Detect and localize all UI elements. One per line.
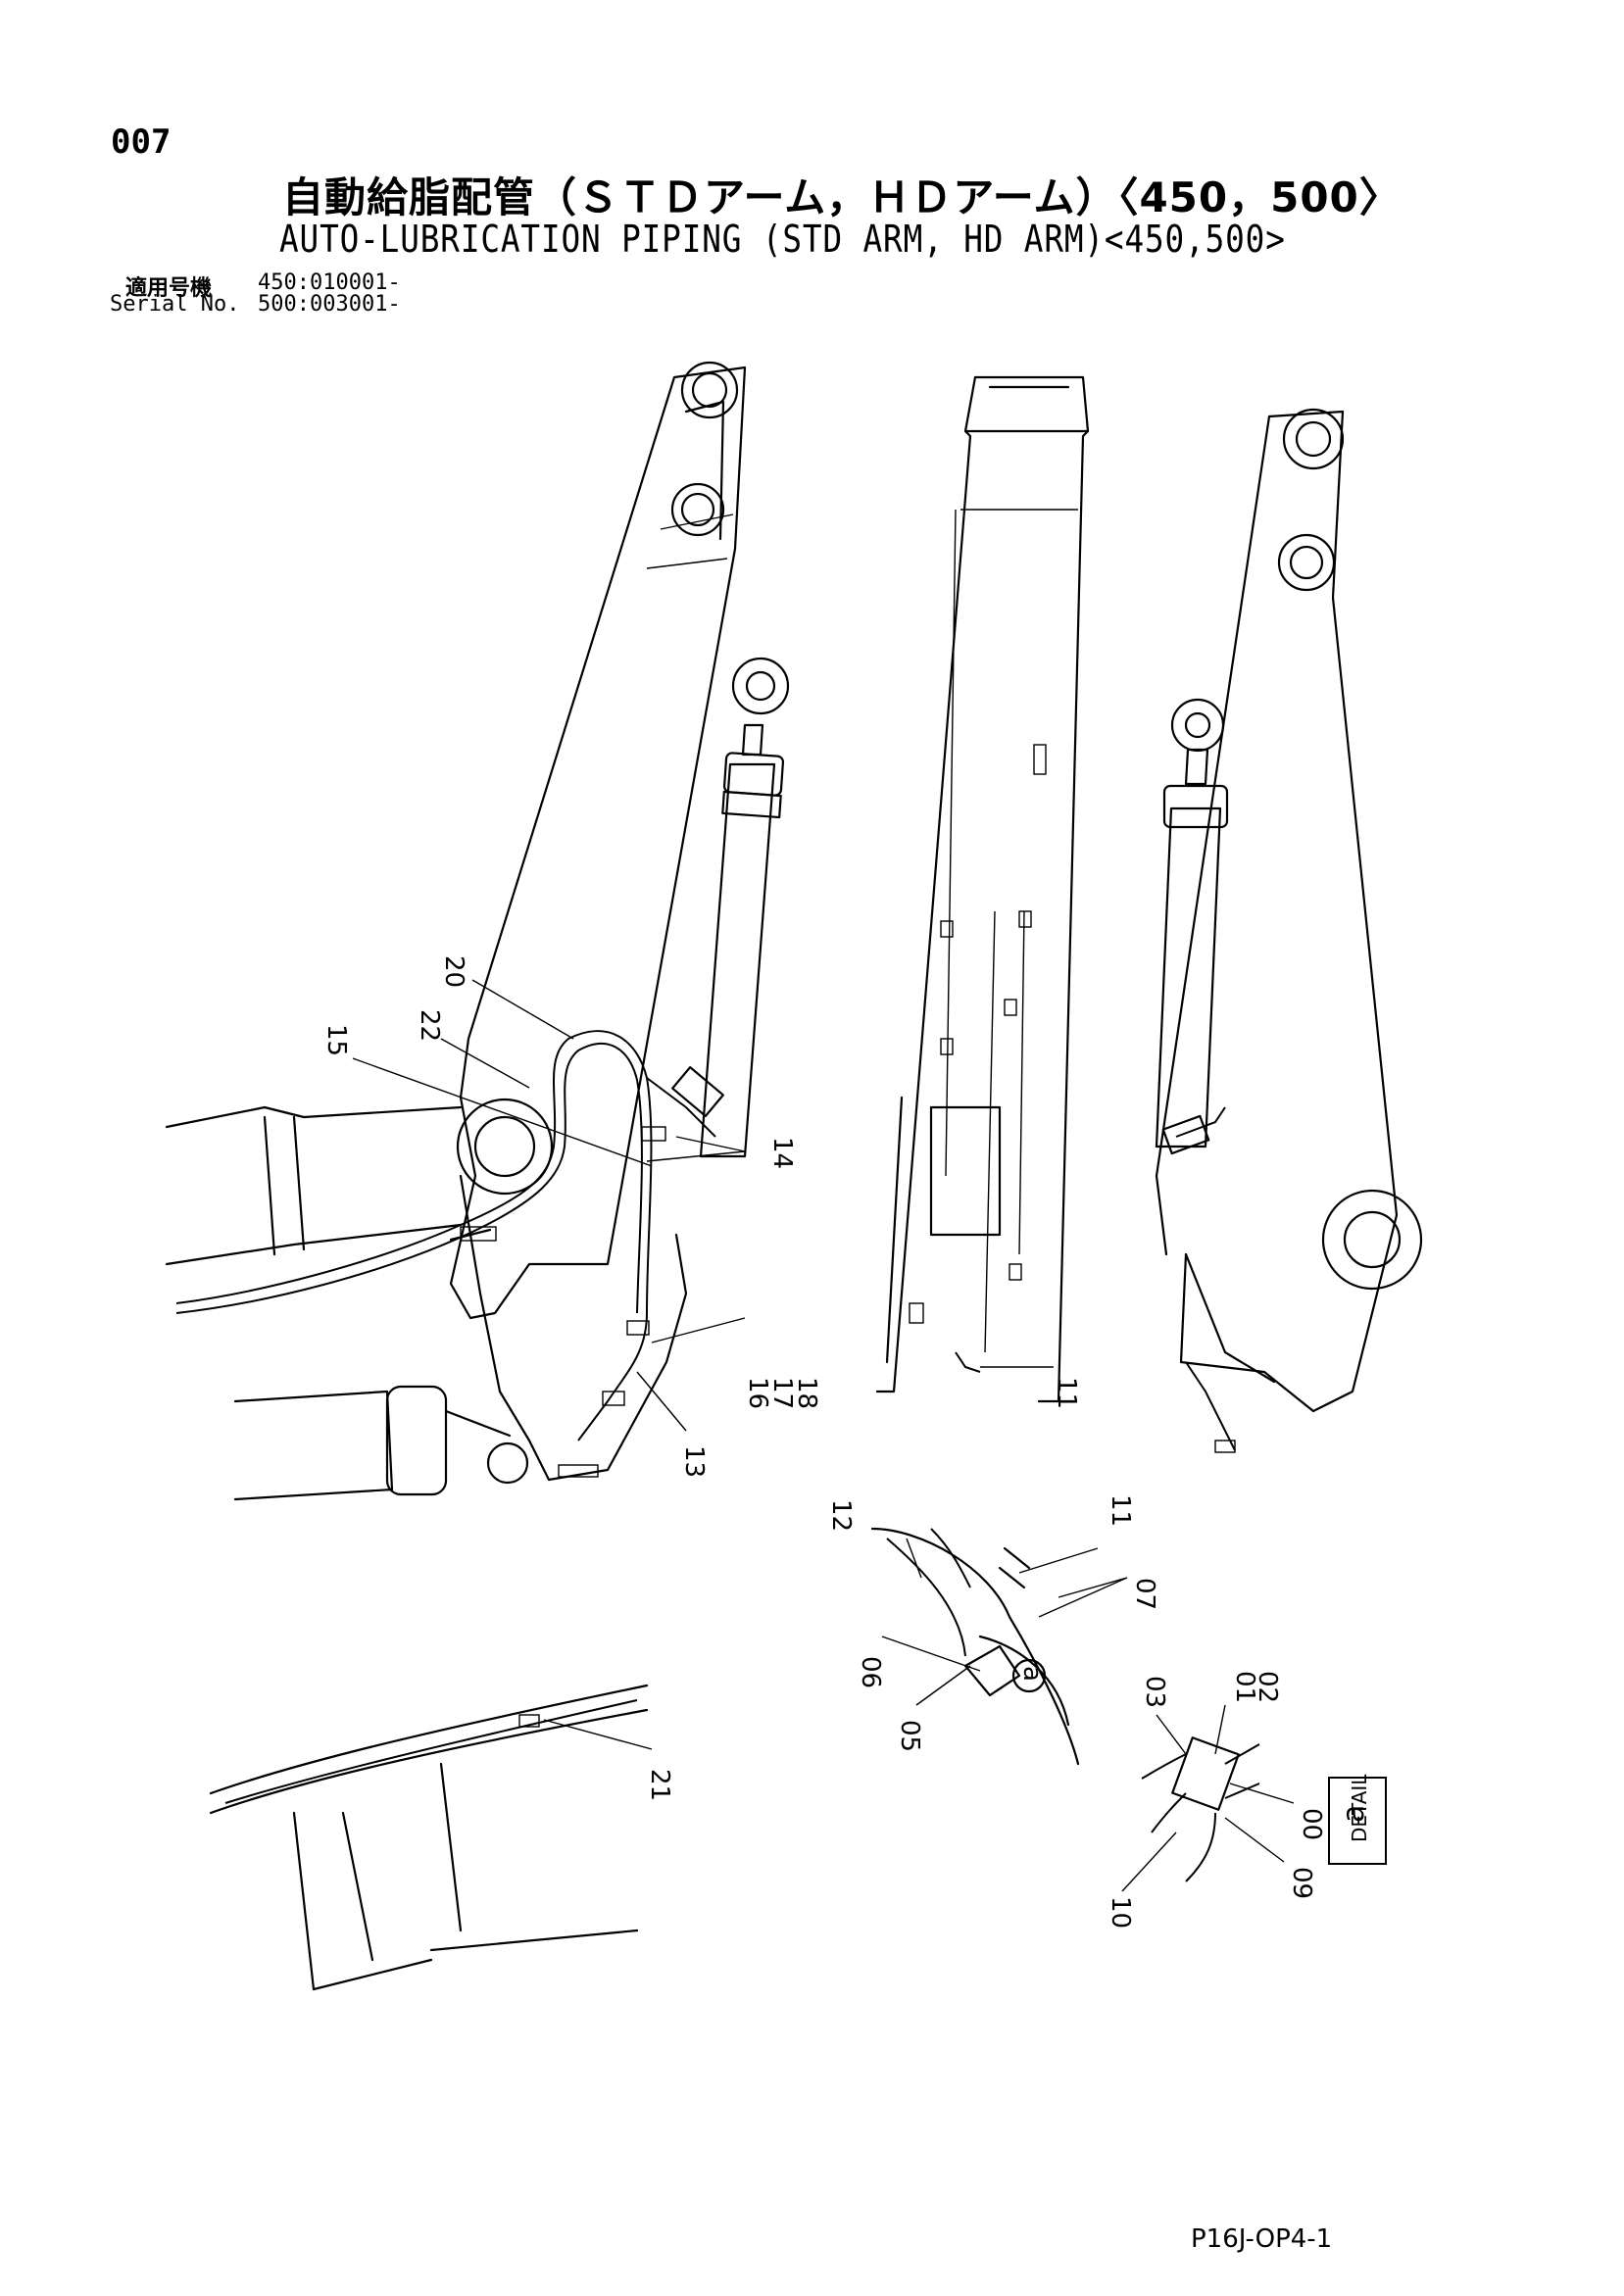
callout-09: 09 xyxy=(1287,1867,1316,1899)
detail-a-box xyxy=(1328,1777,1387,1865)
callout-06: 06 xyxy=(856,1656,885,1688)
callout-02: 02 xyxy=(1253,1671,1282,1703)
boom-top-edge xyxy=(165,1105,463,1129)
boom-pivot-pin xyxy=(456,1098,554,1196)
right-arm-cylinder xyxy=(1155,806,1222,1148)
right-arm-assembly xyxy=(1155,408,1423,1453)
lower-pivot-pin xyxy=(486,1441,529,1485)
left-arm-cylinder xyxy=(699,762,776,1158)
serial-label-japanese: 適用号機 xyxy=(125,276,213,301)
pump-detail xyxy=(870,1527,1080,1766)
serial-range-500: 500:003001- xyxy=(258,292,401,317)
callout-11-lower: 11 xyxy=(1106,1494,1135,1527)
callout-labels: 20 22 15 14 16 17 18 13 11 12 11 07 06 0… xyxy=(321,955,1326,1929)
callout-10: 10 xyxy=(1106,1896,1135,1929)
callout-22: 22 xyxy=(415,1009,444,1042)
right-arm-top-pin xyxy=(1282,408,1345,470)
right-arm-outline xyxy=(1179,410,1399,1413)
callout-13: 13 xyxy=(679,1445,709,1478)
detail-a-fitting xyxy=(1141,1736,1260,1882)
right-arm-second-pin xyxy=(1277,533,1336,592)
page-title-english: AUTO-LUBRICATION PIPING (STD ARM, HD ARM… xyxy=(279,218,1286,261)
arm-second-pin xyxy=(670,482,725,537)
callout-20: 20 xyxy=(439,955,468,988)
left-arm-outline xyxy=(449,366,747,1320)
left-arm-assembly xyxy=(165,361,790,1501)
center-arm-right-edge xyxy=(973,375,1090,1403)
center-arm-block xyxy=(929,1105,1002,1237)
callout-11-upper: 11 xyxy=(1052,1377,1081,1409)
serial-range-450: 450:010001- xyxy=(258,270,401,295)
callout-12: 12 xyxy=(826,1499,856,1532)
cylinder-rod-eye xyxy=(731,657,790,715)
detail-letter: a xyxy=(1337,1804,1371,1823)
boom-cylinder xyxy=(233,1390,394,1501)
detail-marker-a xyxy=(1011,1658,1047,1693)
callout-a-marker: a xyxy=(1017,1666,1047,1682)
center-arm-side-view xyxy=(875,375,1090,1403)
callout-00: 00 xyxy=(1297,1808,1326,1840)
callout-15: 15 xyxy=(321,1024,351,1056)
callout-05: 05 xyxy=(895,1720,924,1752)
serial-label-english: Serial No. xyxy=(110,292,240,317)
callout-01: 01 xyxy=(1230,1671,1259,1703)
grease-pipe-main xyxy=(175,1030,653,1441)
callout-07: 07 xyxy=(1130,1578,1159,1610)
callout-03: 03 xyxy=(1140,1676,1169,1708)
lube-fitting-cylinder xyxy=(671,1066,724,1117)
arm-top-pin xyxy=(680,361,739,419)
right-arm-pivot xyxy=(1321,1189,1423,1291)
page-number: 007 xyxy=(111,122,172,162)
leader-lines xyxy=(352,979,1295,1892)
page-title-japanese: 自動給脂配管（ＳＴＤアーム，ＨＤアーム）〈450，500〉 xyxy=(282,173,1402,221)
callout-14: 14 xyxy=(767,1137,797,1169)
distribution-block xyxy=(1171,1736,1240,1811)
callout-18: 18 xyxy=(792,1377,821,1409)
callout-17: 17 xyxy=(767,1377,797,1409)
drawing-code: P16J-OP4-1 xyxy=(1191,2224,1333,2254)
boom-lower-detail xyxy=(209,1684,649,1991)
callout-16: 16 xyxy=(743,1377,772,1409)
callout-21: 21 xyxy=(645,1769,674,1801)
